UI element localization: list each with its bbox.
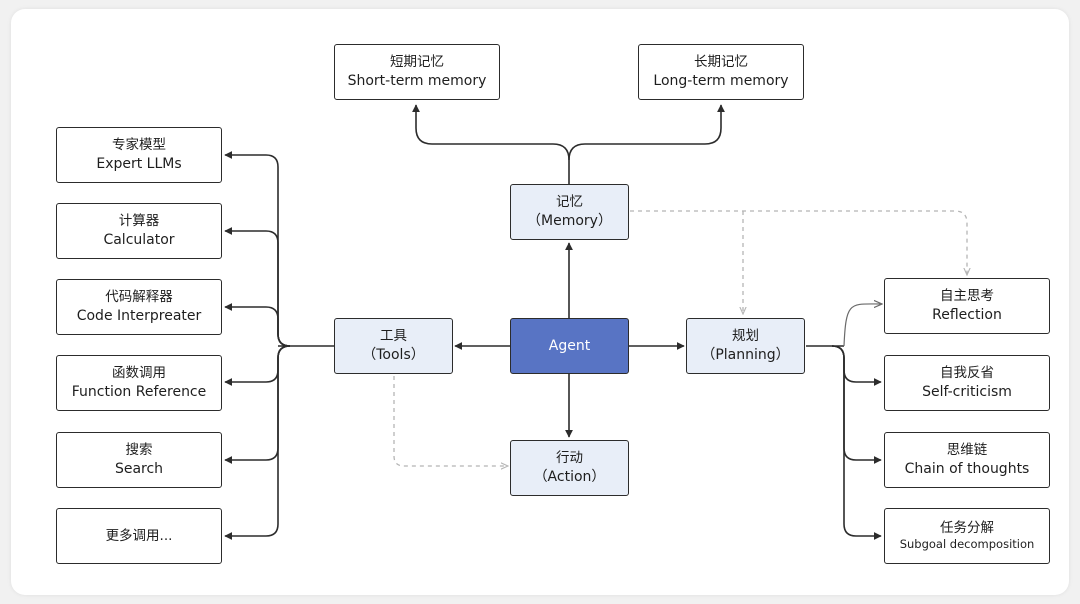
planning-item-zh: 自我反省 [940,365,994,382]
tool-item-more: 更多调用... [56,508,222,564]
planning-item-en: Self-criticism [922,383,1012,400]
short-term-memory-zh: 短期记忆 [390,54,444,71]
tool-item-zh: 专家模型 [112,137,166,154]
tool-item-expert-llms: 专家模型 Expert LLMs [56,127,222,183]
dashed-links [393,210,967,466]
planning-item-en: Subgoal decomposition [899,537,1035,552]
planning-item-reflection: 自主思考 Reflection [884,278,1050,334]
node-action: 行动 （Action） [510,440,629,496]
tool-item-zh: 更多调用... [105,527,173,544]
node-planning: 规划 （Planning） [686,318,805,374]
link-memory-split [412,104,570,184]
planning-item-self-criticism: 自我反省 Self-criticism [884,355,1050,411]
node-memory: 记忆 （Memory） [510,184,629,240]
planning-item-en: Reflection [932,306,1002,323]
tool-item-zh: 代码解释器 [105,289,173,306]
planning-item-zh: 任务分解 [940,520,994,537]
planning-item-chain-of-thoughts: 思维链 Chain of thoughts [884,432,1050,488]
tool-item-function-reference: 函数调用 Function Reference [56,355,222,411]
tool-item-calculator: 计算器 Calculator [56,203,222,259]
tool-item-en: Expert LLMs [96,155,182,172]
planning-item-zh: 自主思考 [940,288,994,305]
action-en: （Action） [533,468,606,485]
long-term-memory-en: Long-term memory [653,72,789,89]
node-tools: 工具 （Tools） [334,318,453,374]
tool-item-en: Calculator [103,231,175,248]
planning-item-en: Chain of thoughts [904,460,1030,477]
node-agent: Agent [510,318,629,374]
link-planning-reflection [843,304,882,347]
tools-en: （Tools） [362,346,425,363]
tool-item-zh: 搜索 [125,442,153,459]
planning-en: （Planning） [701,346,790,363]
tool-item-zh: 计算器 [118,213,160,230]
planning-tree [806,345,882,540]
long-term-memory-zh: 长期记忆 [694,54,748,71]
memory-en: （Memory） [527,212,612,229]
tool-item-en: Function Reference [71,383,207,400]
planning-item-subgoal-decomposition: 任务分解 Subgoal decomposition [884,508,1050,564]
tool-item-en: Search [114,460,164,477]
tools-tree [224,151,334,540]
node-short-term-memory: 短期记忆 Short-term memory [334,44,500,100]
action-zh: 行动 [556,450,583,467]
tool-item-code-interpreter: 代码解释器 Code Interpreater [56,279,222,335]
link-memory-long [568,104,725,161]
tool-item-zh: 函数调用 [112,365,166,382]
memory-zh: 记忆 [556,194,583,211]
planning-item-zh: 思维链 [946,442,988,459]
tool-item-en: Code Interpreater [76,307,202,324]
node-long-term-memory: 长期记忆 Long-term memory [638,44,804,100]
tool-item-search: 搜索 Search [56,432,222,488]
planning-zh: 规划 [732,328,759,345]
agent-label: Agent [548,337,591,354]
short-term-memory-en: Short-term memory [347,72,487,89]
tools-zh: 工具 [380,328,407,345]
